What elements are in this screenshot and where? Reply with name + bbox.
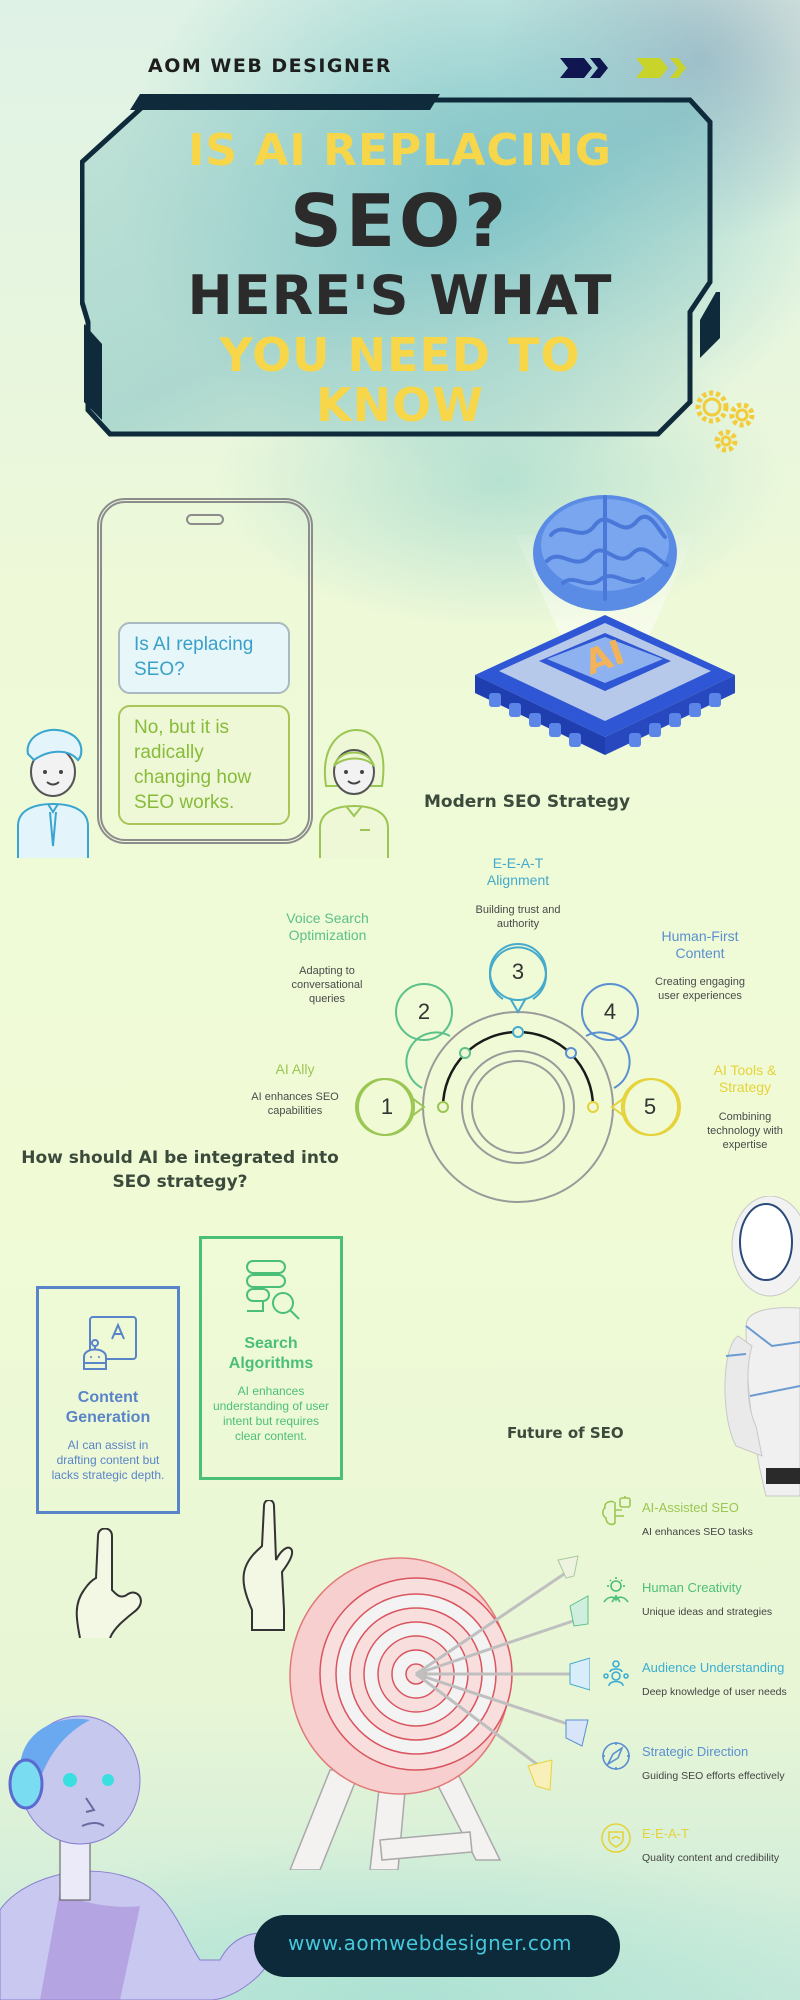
future-item-human-creativity: Human Creativity Unique ideas and strate…: [600, 1576, 800, 1632]
title-line-2: SEO?: [289, 179, 510, 263]
step-1-number: 1: [380, 1094, 394, 1119]
title-line-5: KNOW: [316, 378, 484, 432]
database-search-icon: [246, 1260, 300, 1320]
title-frame: [80, 94, 720, 437]
future-item-audience-understanding: Audience Understanding Deep knowledge of…: [600, 1656, 800, 1712]
white-robot-illustration: [724, 1196, 800, 1497]
man-avatar-icon: [17, 729, 89, 858]
brand-name: AOM WEB DESIGNER: [148, 55, 393, 77]
gears-icon: [695, 390, 755, 453]
step-4-title: Human-First Content: [661, 928, 739, 961]
phone-speaker: [186, 514, 224, 525]
step-3-number: 3: [511, 959, 525, 984]
chat-answer-bubble: No, but it is radically changing how SEO…: [118, 705, 290, 825]
main-title: IS AI REPLACING SEO? HERE'S WHAT YOU NEE…: [115, 122, 685, 430]
future-item-title: Strategic Direction: [642, 1744, 749, 1759]
robot-text-icon: [83, 1316, 137, 1370]
step-1-title: AI Ally: [275, 1061, 315, 1077]
future-item-desc: Quality content and credibility: [642, 1852, 780, 1864]
chat-question-bubble: Is AI replacing SEO?: [118, 622, 290, 694]
phone-illustration: [97, 498, 313, 844]
lime-chevrons-icon: [636, 58, 686, 78]
step-5-desc: Combining technology with expertise: [707, 1111, 783, 1151]
future-item-title: Audience Understanding: [642, 1660, 785, 1675]
integration-title: How should AI be integrated into SEO str…: [21, 1148, 339, 1192]
future-item-title: AI-Assisted SEO: [642, 1500, 739, 1515]
step-2-title: Voice Search Optimization: [286, 910, 369, 943]
audience-icon: [603, 1660, 629, 1687]
future-item-title: E-E-A-T: [642, 1826, 689, 1841]
title-line-4: YOU NEED TO: [219, 328, 581, 382]
step-4-desc: Creating engaging user experiences: [655, 976, 745, 1002]
step-5-number: 5: [643, 1094, 657, 1119]
future-item-eeat: E-E-A-T Quality content and credibility: [600, 1822, 800, 1878]
compass-icon: [602, 1742, 630, 1770]
target-arrows-illustration: [289, 1555, 590, 1870]
pointing-hand-icon: [242, 1500, 294, 1631]
step-5-title: AI Tools & Strategy: [713, 1062, 777, 1095]
lightbulb-person-icon: [603, 1577, 629, 1603]
future-item-strategic-direction: Strategic Direction Guiding SEO efforts …: [600, 1740, 800, 1796]
modern-seo-title: Modern SEO Strategy: [424, 792, 631, 812]
title-line-3: HERE'S WHAT: [187, 264, 613, 327]
navy-chevrons-icon: [560, 58, 608, 78]
search-algorithms-card: Search Algorithms AI enhances understand…: [199, 1236, 343, 1480]
step-3-title: E-E-A-T Alignment: [486, 855, 550, 888]
search-algorithms-desc: AI enhances understanding of user intent…: [212, 1384, 330, 1443]
step-4-number: 4: [603, 999, 617, 1024]
future-item-desc: Guiding SEO efforts effectively: [642, 1770, 785, 1782]
content-generation-title: Content Generation: [65, 1389, 151, 1426]
pointing-hand-icon: [75, 1528, 142, 1638]
shield-badge-icon: [601, 1823, 631, 1853]
woman-avatar-icon: [319, 728, 389, 858]
future-item-title: Human Creativity: [642, 1580, 742, 1595]
brain-robot-icon: [602, 1496, 631, 1526]
ai-brain-chip-illustration: AI: [475, 495, 735, 755]
future-item-desc: Unique ideas and strategies: [642, 1606, 773, 1618]
website-url-link[interactable]: www.aomwebdesigner.com: [288, 1931, 573, 1955]
strategy-cycle-diagram: [355, 943, 681, 1203]
future-item-desc: AI enhances SEO tasks: [642, 1526, 753, 1538]
future-item-desc: Deep knowledge of user needs: [642, 1686, 787, 1698]
step-2-number: 2: [417, 999, 431, 1024]
purple-robot-illustration: [0, 1715, 336, 2000]
title-line-1: IS AI REPLACING: [188, 125, 612, 176]
content-generation-card: Content Generation AI can assist in draf…: [36, 1286, 180, 1514]
website-url-pill[interactable]: [254, 1915, 620, 1977]
future-of-seo-title: Future of SEO: [507, 1424, 624, 1442]
step-1-desc: AI enhances SEO capabilities: [251, 1091, 339, 1117]
step-3-desc: Building trust and authority: [475, 904, 561, 930]
future-item-ai-assisted-seo: AI-Assisted SEO AI enhances SEO tasks: [600, 1496, 800, 1552]
search-algorithms-title: Search Algorithms: [228, 1335, 314, 1372]
content-generation-desc: AI can assist in drafting content but la…: [51, 1438, 165, 1482]
step-2-desc: Adapting to conversational queries: [291, 965, 363, 1005]
